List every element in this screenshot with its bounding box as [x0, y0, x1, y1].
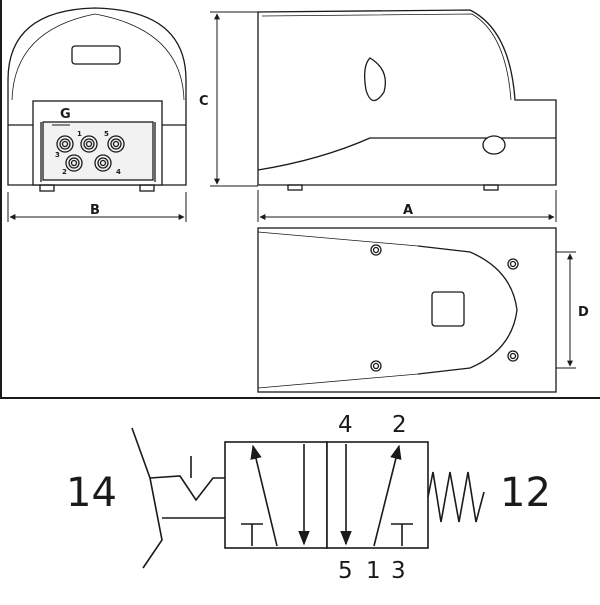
side-view — [257, 9, 557, 191]
dim-c-line — [210, 11, 258, 187]
pedal-detent — [149, 475, 225, 502]
top-screw-tr — [507, 258, 519, 270]
spring-return — [427, 471, 485, 523]
dim-label-c: C — [199, 94, 209, 109]
front-port-4 — [94, 154, 112, 172]
top-body-outline — [257, 227, 557, 393]
front-top-window — [71, 45, 121, 65]
port-number-2: 2 — [62, 168, 67, 176]
top-screw-br — [507, 350, 519, 362]
port-number-1: 1 — [77, 130, 82, 138]
port-number-4: 4 — [116, 168, 121, 176]
top-screw-tl — [370, 244, 382, 256]
dim-label-d: D — [578, 305, 589, 320]
front-foot-left — [39, 184, 55, 192]
label-port-5: 5 — [338, 558, 353, 584]
dim-b-line — [7, 192, 187, 222]
dim-label-g: G — [60, 107, 71, 122]
front-port-1 — [80, 135, 98, 153]
side-pedal-line — [257, 137, 556, 171]
label-spring-12: 12 — [500, 470, 551, 516]
port-number-5: 5 — [104, 130, 109, 138]
side-foot-right — [483, 184, 499, 191]
left-block-symbol — [241, 523, 263, 546]
side-window-opening — [364, 57, 387, 102]
label-pilot-14: 14 — [66, 470, 117, 516]
dim-a-line — [257, 190, 557, 222]
front-view — [7, 7, 187, 192]
front-foot-right — [139, 184, 155, 192]
top-screw-bl — [370, 360, 382, 372]
side-body-outline — [257, 9, 557, 186]
dim-d-line — [556, 251, 576, 369]
valve-box-left — [224, 441, 328, 549]
front-inner-curve — [11, 13, 185, 101]
left-arrow-diagonal — [250, 444, 278, 547]
side-hole — [482, 135, 506, 155]
right-block-symbol — [391, 523, 413, 546]
side-inner-line — [261, 13, 512, 101]
pedal-actuator — [131, 427, 163, 569]
top-pedal-sides — [257, 231, 419, 389]
label-port-3: 3 — [391, 558, 406, 584]
front-port-5 — [107, 135, 125, 153]
top-pedal-outline — [417, 245, 518, 375]
front-port-3 — [56, 135, 74, 153]
label-port-4: 4 — [338, 412, 353, 438]
label-port-2: 2 — [392, 412, 407, 438]
valve-symbol — [131, 427, 485, 569]
dim-label-b: B — [90, 203, 100, 218]
side-foot-left — [287, 184, 303, 191]
right-arrow-diagonal — [373, 444, 402, 547]
front-port-2 — [65, 154, 83, 172]
dim-label-a: A — [403, 203, 413, 218]
top-window — [431, 291, 465, 327]
top-view — [257, 227, 557, 393]
port-number-3: 3 — [55, 151, 60, 159]
label-port-1: 1 — [366, 558, 381, 584]
